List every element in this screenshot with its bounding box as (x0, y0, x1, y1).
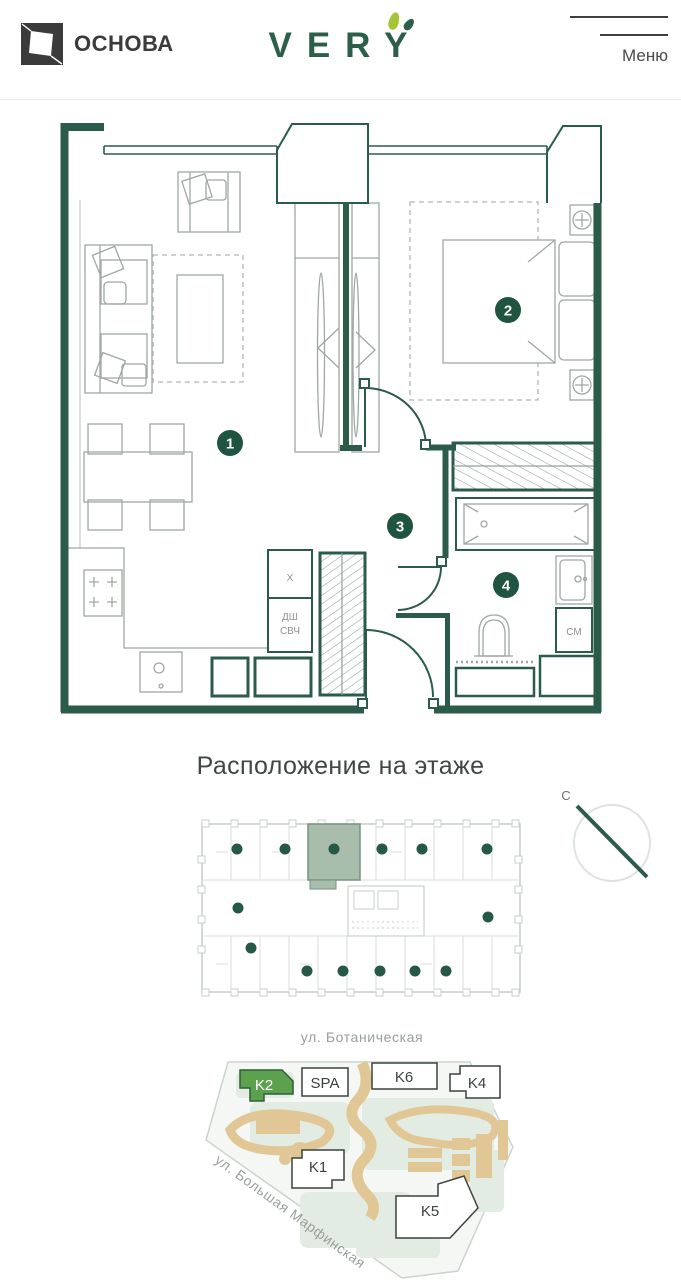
compass-needle-icon (575, 804, 649, 879)
kitchen-sink (139, 651, 183, 693)
washing-machine (555, 607, 593, 653)
microwave-label: СВЧ (280, 626, 300, 637)
menu-label: Меню (622, 46, 668, 65)
hamburger-icon (568, 16, 668, 36)
room-badge-1: 1 (217, 430, 243, 456)
street-botanicheskaya-label: ул. Ботаническая (301, 1029, 423, 1045)
building-spa-label: SPA (311, 1075, 340, 1092)
compass-north-label: С (561, 788, 570, 803)
building-k2-label: K2 (255, 1077, 273, 1094)
floor-section-title: Расположение на этаже (196, 752, 485, 780)
buildings (239, 1062, 501, 1239)
very-logo-text: VERY (268, 26, 423, 65)
room-badge-2: 2 (495, 297, 521, 323)
bathroom-sink (555, 555, 593, 605)
nightstand-lamp (569, 204, 595, 401)
dining-table (83, 423, 193, 531)
building-k5[interactable] (395, 1175, 479, 1239)
bathtub-inner (463, 503, 589, 545)
bathroom-door (397, 556, 447, 611)
room-badge-3: 3 (387, 513, 413, 539)
room-3-number: 3 (396, 519, 404, 536)
living-rug (152, 254, 244, 383)
elevator-core (347, 885, 425, 937)
entry-door (357, 629, 439, 709)
closet-left (294, 202, 340, 453)
appliance-labels: Х ДШ СВЧ СМ (280, 573, 582, 638)
fridge-label: Х (287, 573, 294, 584)
floor-location-plan (197, 819, 523, 997)
kitchen-stove (83, 569, 123, 617)
armchair (177, 171, 241, 233)
floor-pilasters (197, 819, 523, 997)
toilet (456, 614, 534, 664)
room-2-number: 2 (504, 303, 512, 320)
osnova-logo-text: ОСНОВА (74, 31, 174, 56)
building-spa[interactable] (301, 1067, 349, 1097)
building-k6[interactable] (371, 1062, 438, 1090)
osnova-logo[interactable]: ОСНОВА (20, 22, 174, 66)
building-k5-label: K5 (421, 1203, 439, 1220)
bathtub (455, 497, 597, 551)
dishwasher-unit (267, 597, 313, 653)
site-master-plan: K2 SPA K6 K4 K1 K5 ул. Ботаническая ул. … (205, 1029, 514, 1279)
unit-badges (231, 843, 494, 977)
dishwasher-label: ДШ (282, 612, 298, 623)
building-k6-label: K6 (395, 1069, 413, 1086)
compass-circle (573, 804, 651, 882)
building-k2[interactable] (239, 1069, 294, 1102)
apartment-floor-plan: 1 2 3 4 Х ДШ СВЧ СМ (60, 123, 602, 714)
bedroom-door (359, 378, 431, 450)
osnova-logo-icon (21, 23, 63, 65)
coffee-table (176, 274, 224, 364)
header: ОСНОВА VERY Меню (0, 0, 681, 100)
wardrobes (318, 441, 600, 697)
kitchen-counter (68, 547, 268, 649)
building-k1-label: K1 (309, 1159, 327, 1176)
sofa (84, 244, 153, 394)
bed (442, 239, 596, 364)
room-badges: 1 2 3 4 (217, 297, 521, 598)
building-k4-label: K4 (468, 1075, 486, 1092)
room-1-number: 1 (226, 436, 234, 453)
room-4-number: 4 (502, 578, 511, 595)
menu-button[interactable]: Меню (568, 16, 668, 66)
walls (60, 123, 602, 714)
building-k4[interactable] (449, 1065, 501, 1099)
room-badge-4: 4 (493, 572, 519, 598)
highlighted-unit[interactable] (307, 823, 361, 890)
building-k1[interactable] (291, 1149, 345, 1189)
washer-label: СМ (566, 627, 581, 638)
fixtures (210, 497, 600, 698)
compass: С (561, 788, 651, 882)
very-logo[interactable]: VERY (0, 10, 681, 66)
